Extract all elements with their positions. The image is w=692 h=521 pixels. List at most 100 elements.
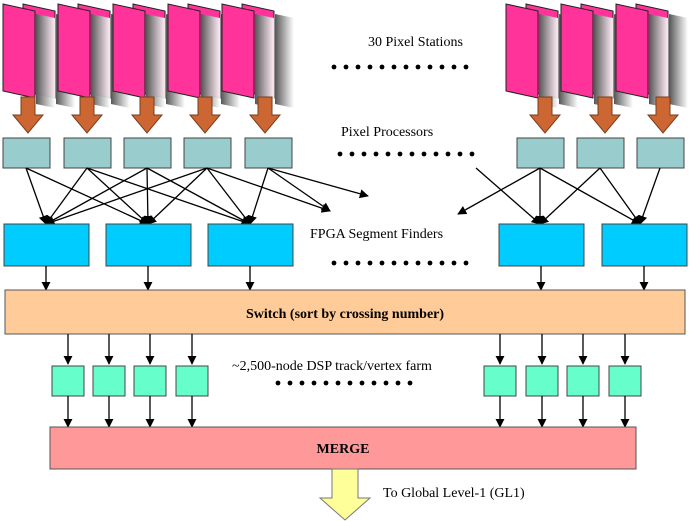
- pixel-processor: [576, 137, 625, 169]
- down-arrow: [528, 96, 562, 134]
- processor-to-finder-arrow: [45, 167, 88, 225]
- processor-to-offscreen-arrow: [206, 167, 331, 213]
- segment-finder: [601, 223, 688, 267]
- processor-to-finder-arrow: [146, 167, 251, 225]
- pixel-processor: [63, 137, 112, 169]
- segment-finder: [105, 223, 192, 267]
- segment-finders-label: FPGA Segment Finders: [310, 227, 443, 242]
- ellipsis-dot: [421, 151, 427, 157]
- ellipsis-dot: [331, 260, 337, 266]
- pixel-plane: [2, 3, 36, 99]
- ellipsis-dot: [311, 380, 317, 386]
- ellipsis-dot: [343, 64, 349, 70]
- pixel-processor: [183, 137, 232, 169]
- ellipsis-dot: [299, 380, 305, 386]
- pixel-plane-shadow: [594, 14, 613, 108]
- merge-label: MERGE: [317, 442, 370, 457]
- ellipsis-dot: [371, 380, 377, 386]
- pixel-plane: [167, 3, 201, 99]
- processor-to-finder-arrow: [86, 167, 149, 225]
- dsp-farm-group: [51, 365, 642, 397]
- ellipsis-dot: [347, 380, 353, 386]
- ellipsis-dot: [439, 260, 445, 266]
- ellipsis-dot: [373, 151, 379, 157]
- ellipsis-dot: [379, 64, 385, 70]
- switch-to-dsp-arrows: [63, 334, 630, 365]
- pixel-plane: [560, 3, 594, 99]
- plane-to-processor-arrows: [11, 96, 680, 134]
- dsp-node: [566, 365, 600, 397]
- dsp-farm-label: ~2,500-node DSP track/vertex farm: [232, 359, 432, 374]
- down-arrow: [70, 96, 104, 134]
- ellipsis-dot: [355, 64, 361, 70]
- pixel-stations-group: [2, 3, 688, 108]
- pixel-processors-group: [2, 137, 685, 169]
- segment-finder: [3, 223, 90, 267]
- segment-finders-group: [3, 223, 688, 267]
- pixel-plane-shadow: [36, 14, 55, 108]
- processor-to-offscreen-arrow: [267, 167, 331, 212]
- ellipsis-dot: [445, 151, 451, 157]
- ellipsis-dot: [275, 380, 281, 386]
- ellipsis-dot: [397, 151, 403, 157]
- down-arrow: [248, 96, 282, 134]
- ellipsis-dot: [383, 380, 389, 386]
- processor-to-offscreen-arrow: [267, 167, 369, 199]
- pixel-station-group: [615, 3, 688, 108]
- processor-to-offscreen-arrow: [457, 167, 541, 215]
- ellipsis-dot: [403, 260, 409, 266]
- pixel-plane: [505, 3, 539, 99]
- ellipsis-dot: [415, 64, 421, 70]
- pixel-plane-shadow: [146, 14, 165, 108]
- pixel-plane: [221, 3, 255, 99]
- ellipsis-dot: [391, 64, 397, 70]
- ellipsis-dot: [385, 151, 391, 157]
- ellipsis-dot: [403, 64, 409, 70]
- ellipsis-dot: [395, 380, 401, 386]
- processor-to-finder-arrow: [143, 167, 153, 225]
- pixel-stations-label: 30 Pixel Stations: [368, 35, 463, 50]
- pixel-plane-shadow: [275, 14, 294, 108]
- processor-to-finder-arrow: [45, 167, 208, 226]
- dsp-node: [133, 365, 167, 397]
- pixel-processor: [516, 137, 565, 169]
- processor-to-finder-arrow: [86, 167, 251, 226]
- processor-to-finder-arrow: [147, 167, 208, 225]
- pixel-plane-shadow: [669, 14, 688, 108]
- ellipsis-dot: [349, 151, 355, 157]
- down-arrow: [130, 96, 164, 134]
- dsp-to-merge-arrows: [63, 396, 630, 428]
- segment-finder: [207, 223, 294, 267]
- down-arrow: [11, 96, 45, 134]
- pixel-station-group: [221, 3, 294, 108]
- down-arrow: [188, 96, 222, 134]
- ellipsis-dot: [463, 64, 469, 70]
- ellipsis-dot: [323, 380, 329, 386]
- switch-box: [4, 289, 686, 335]
- processor-to-finder-arrow: [539, 167, 601, 225]
- down-arrow: [646, 96, 680, 134]
- pixel-plane: [112, 3, 146, 99]
- processor-to-finder-arrow: [206, 167, 251, 225]
- output-arrow: [318, 468, 372, 521]
- dsp-node: [51, 365, 85, 397]
- processor-to-finder-arrow: [25, 167, 149, 225]
- dsp-node: [175, 365, 209, 397]
- ellipsis-dot: [439, 64, 445, 70]
- ellipsis-dot: [379, 260, 385, 266]
- down-arrow: [588, 96, 622, 134]
- segment-finder: [498, 223, 585, 267]
- processor-to-finder-arrow: [599, 167, 641, 225]
- ellipsis-dot: [367, 260, 373, 266]
- continuation-dots: [275, 64, 475, 386]
- processor-to-finder-arrow: [25, 167, 48, 225]
- processor-to-finder-arrow: [638, 167, 661, 225]
- pixel-processor: [244, 137, 293, 169]
- dsp-node: [525, 365, 559, 397]
- switch-label: Switch (sort by crossing number): [246, 307, 444, 322]
- output-label: To Global Level-1 (GL1): [383, 486, 525, 501]
- pixel-plane-shadow: [91, 14, 110, 108]
- pixel-plane: [615, 3, 649, 99]
- ellipsis-dot: [433, 151, 439, 157]
